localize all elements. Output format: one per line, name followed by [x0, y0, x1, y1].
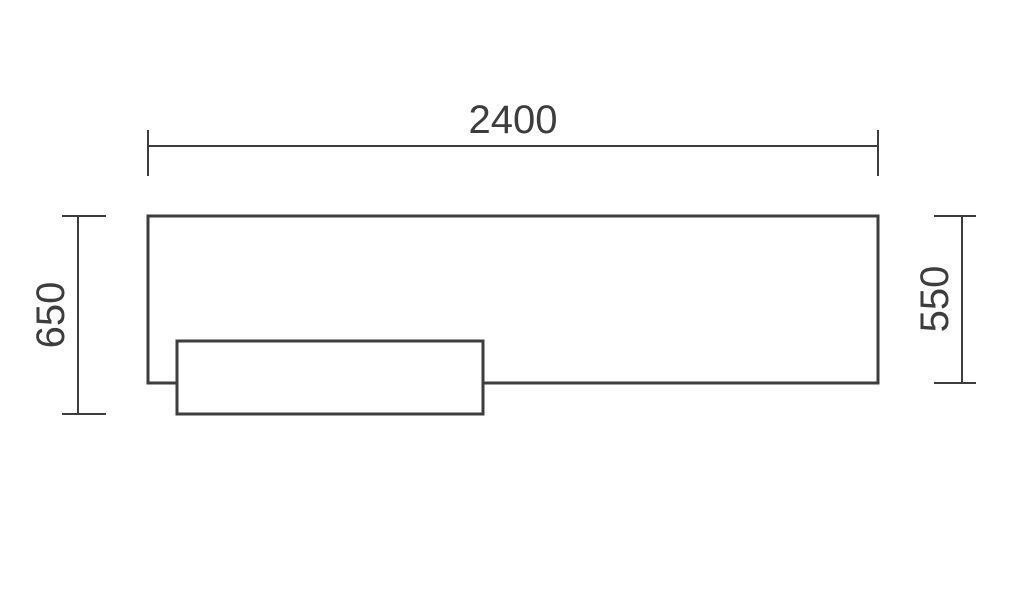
- main-depth-dimension: 550: [913, 215, 976, 384]
- overall-depth-dimension: 650: [29, 215, 106, 415]
- width-dimension-label: 2400: [469, 98, 558, 142]
- width-dimension: 2400: [147, 98, 879, 176]
- overall-depth-label: 650: [29, 282, 73, 349]
- front-extension-outline: [175, 339, 485, 416]
- main-depth-label: 550: [913, 266, 957, 333]
